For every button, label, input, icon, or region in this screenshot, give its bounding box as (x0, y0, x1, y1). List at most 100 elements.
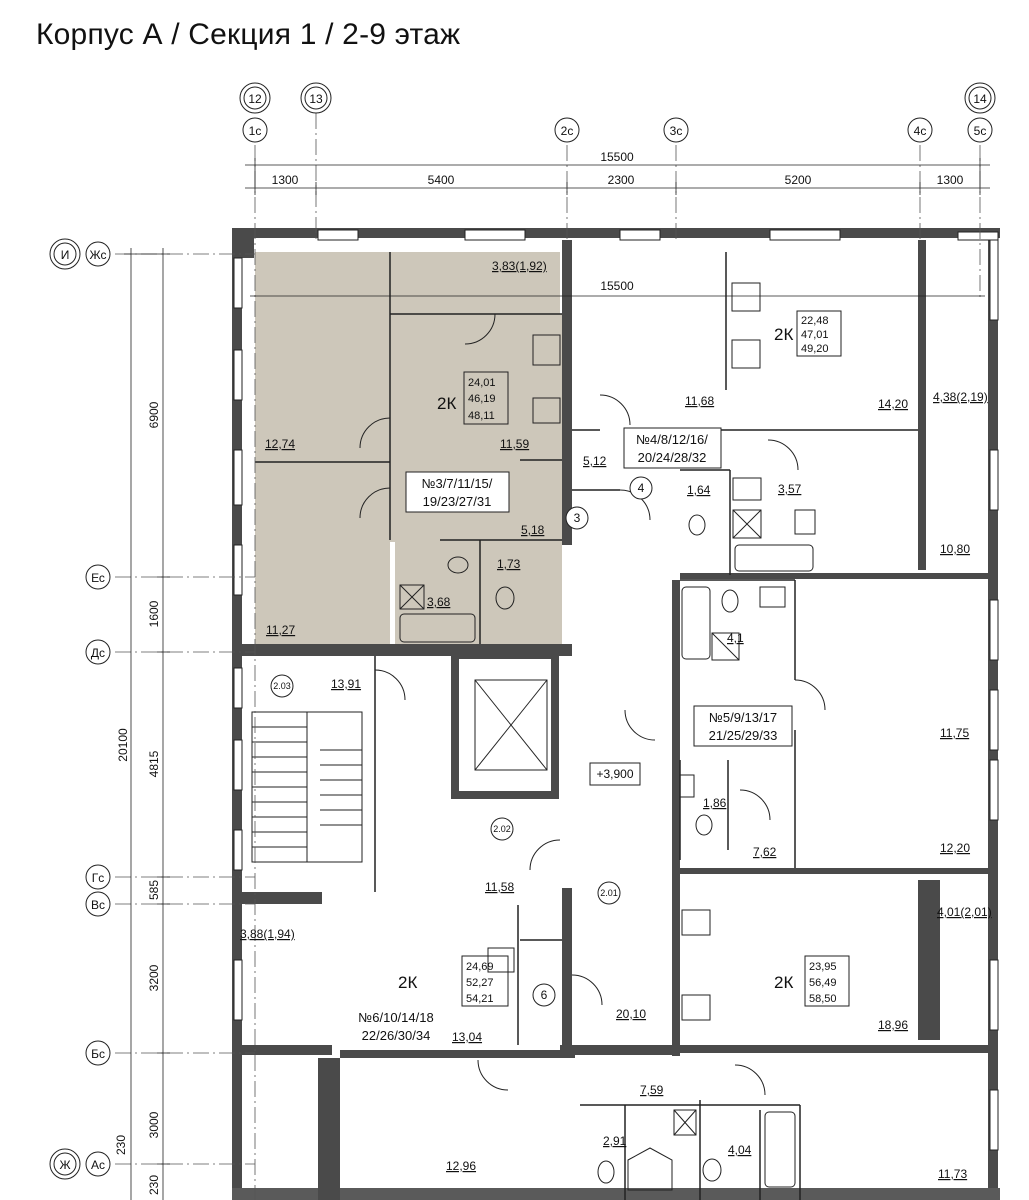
svg-text:3,57: 3,57 (778, 482, 802, 496)
svg-text:Жс: Жс (89, 248, 106, 262)
svg-text:3,68: 3,68 (427, 595, 451, 609)
svg-text:2300: 2300 (608, 173, 635, 187)
svg-text:22,48: 22,48 (801, 315, 829, 327)
svg-text:Дс: Дс (91, 646, 105, 660)
svg-text:585: 585 (147, 880, 161, 900)
svg-text:24,69: 24,69 (466, 961, 494, 973)
svg-text:Бс: Бс (91, 1047, 105, 1061)
svg-text:1,64: 1,64 (687, 483, 711, 497)
dimension-lines (124, 158, 990, 1200)
svg-text:230: 230 (147, 1175, 161, 1195)
svg-text:Гс: Гс (92, 871, 105, 885)
svg-text:+3,900: +3,900 (596, 767, 633, 781)
svg-text:13: 13 (309, 92, 323, 106)
svg-text:7,62: 7,62 (753, 845, 777, 859)
svg-text:12: 12 (248, 92, 262, 106)
svg-text:2К: 2К (398, 973, 417, 992)
svg-text:12,20: 12,20 (940, 841, 970, 855)
svg-text:4: 4 (638, 481, 645, 495)
svg-text:И: И (61, 248, 70, 262)
svg-text:№3/7/11/15/: №3/7/11/15/ (422, 476, 493, 491)
axis-markers (49, 82, 996, 1180)
staircase (251, 711, 363, 863)
svg-text:22/26/30/34: 22/26/30/34 (362, 1028, 431, 1043)
elevator (474, 679, 548, 771)
svg-text:1300: 1300 (272, 173, 299, 187)
svg-text:12,96: 12,96 (446, 1159, 476, 1173)
svg-text:3200: 3200 (147, 964, 161, 991)
label-boxes (405, 310, 850, 1007)
svg-text:48,11: 48,11 (468, 410, 495, 422)
svg-text:20,10: 20,10 (616, 1007, 646, 1021)
svg-text:5с: 5с (974, 124, 987, 138)
svg-text:Ж: Ж (59, 1158, 70, 1172)
svg-text:4815: 4815 (147, 750, 161, 777)
walls (232, 228, 1000, 1200)
svg-text:5,12: 5,12 (583, 454, 607, 468)
svg-text:4,04: 4,04 (728, 1143, 752, 1157)
svg-text:№4/8/12/16/: №4/8/12/16/ (636, 432, 708, 447)
svg-text:3,88(1,94): 3,88(1,94) (240, 927, 295, 941)
svg-text:56,49: 56,49 (809, 977, 837, 989)
svg-text:11,27: 11,27 (266, 623, 295, 637)
svg-text:7,59: 7,59 (640, 1083, 664, 1097)
svg-text:2К: 2К (774, 325, 793, 344)
axis-labels: 12 13 14 1с 2с 3с 4с 5с И Ж Жс Ес Дс Гс … (59, 92, 987, 1172)
svg-text:13,91: 13,91 (331, 677, 361, 691)
svg-text:2К: 2К (774, 973, 793, 992)
svg-text:2.02: 2.02 (493, 824, 511, 834)
svg-text:11,59: 11,59 (500, 437, 529, 451)
svg-text:1,86: 1,86 (703, 796, 727, 810)
svg-text:5400: 5400 (428, 173, 455, 187)
svg-text:4с: 4с (914, 124, 927, 138)
svg-text:3: 3 (574, 511, 581, 525)
svg-text:2К: 2К (437, 394, 456, 413)
svg-text:47,01: 47,01 (801, 329, 829, 341)
svg-text:23,95: 23,95 (809, 961, 837, 973)
svg-text:2.01: 2.01 (600, 888, 618, 898)
svg-text:2.03: 2.03 (273, 681, 291, 691)
svg-text:20/24/28/32: 20/24/28/32 (638, 450, 707, 465)
svg-text:12,74: 12,74 (265, 437, 295, 451)
svg-text:4,38(2,19): 4,38(2,19) (933, 390, 988, 404)
svg-text:3с: 3с (670, 124, 683, 138)
svg-text:6: 6 (541, 988, 548, 1002)
svg-text:Ес: Ес (91, 571, 105, 585)
svg-text:15500: 15500 (600, 150, 634, 164)
svg-text:11,75: 11,75 (940, 726, 969, 740)
room-areas: 3,83(1,92) 12,74 11,59 11,27 5,18 1,73 3… (240, 259, 992, 1181)
svg-text:24,01: 24,01 (468, 377, 496, 389)
svg-text:1300: 1300 (937, 173, 964, 187)
svg-text:4,01(2,01): 4,01(2,01) (937, 905, 992, 919)
svg-text:3,83(1,92): 3,83(1,92) (492, 259, 547, 273)
svg-text:11,73: 11,73 (938, 1167, 967, 1181)
svg-text:52,27: 52,27 (466, 977, 494, 989)
axis-lines (115, 113, 981, 1200)
svg-text:№6/10/14/18: №6/10/14/18 (358, 1010, 433, 1025)
svg-text:11,58: 11,58 (485, 880, 514, 894)
svg-text:14,20: 14,20 (878, 397, 908, 411)
page-title: Корпус А / Секция 1 / 2-9 этаж (36, 18, 461, 51)
svg-text:13,04: 13,04 (452, 1030, 482, 1044)
fixtures (399, 282, 816, 1191)
dimension-labels: 15500 1300 5400 2300 5200 1300 15500 201… (114, 150, 964, 1195)
svg-text:4,1: 4,1 (727, 631, 744, 645)
svg-text:2с: 2с (561, 124, 574, 138)
svg-text:49,20: 49,20 (801, 343, 829, 355)
svg-text:1600: 1600 (147, 600, 161, 627)
svg-text:19/23/27/31: 19/23/27/31 (423, 494, 492, 509)
svg-text:3000: 3000 (147, 1111, 161, 1138)
svg-text:15500: 15500 (600, 279, 634, 293)
svg-text:5200: 5200 (785, 173, 812, 187)
windows (233, 229, 999, 1151)
svg-text:1с: 1с (249, 124, 262, 138)
svg-text:11,68: 11,68 (685, 394, 714, 408)
svg-text:46,19: 46,19 (468, 393, 496, 405)
svg-text:1,73: 1,73 (497, 557, 521, 571)
svg-text:14: 14 (973, 92, 987, 106)
svg-text:54,21: 54,21 (466, 993, 494, 1005)
apartment-labels: 2К 24,01 46,19 48,11 №3/7/11/15/ 19/23/2… (358, 315, 836, 1043)
svg-text:58,50: 58,50 (809, 993, 837, 1005)
svg-text:6900: 6900 (147, 401, 161, 428)
